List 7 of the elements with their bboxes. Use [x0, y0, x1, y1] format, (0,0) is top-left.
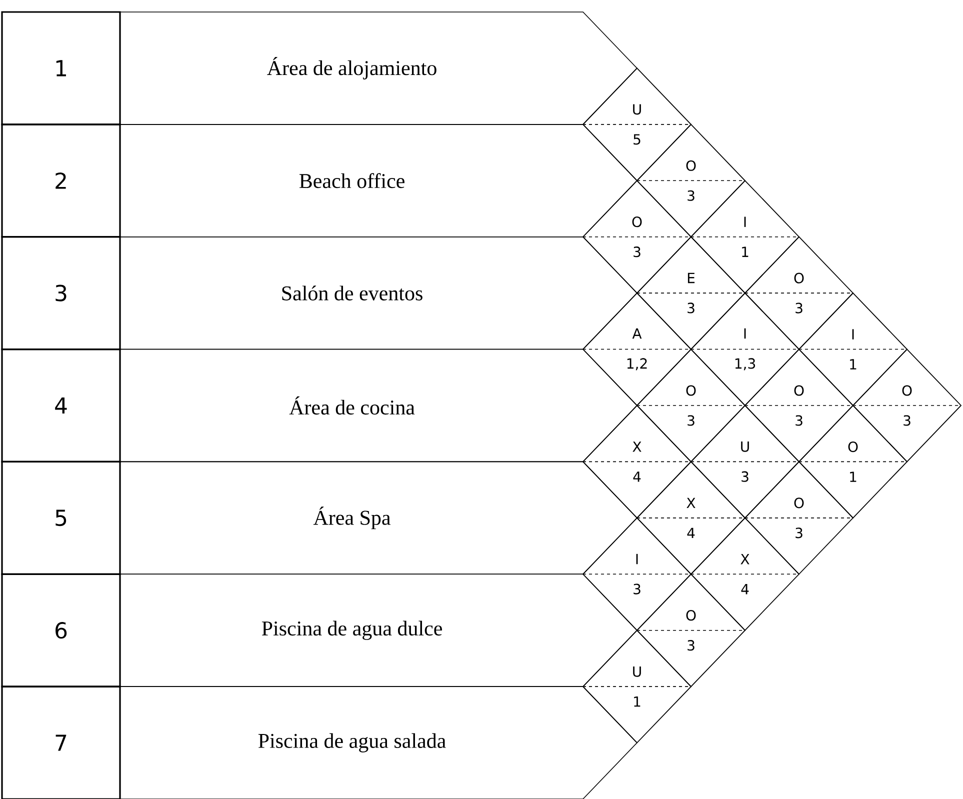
number-box: 3 — [1, 236, 121, 350]
number-box: 7 — [1, 686, 121, 799]
number-box: 4 — [1, 348, 121, 462]
number-box: 2 — [1, 124, 121, 238]
number-box: 5 — [1, 460, 121, 575]
number-box: 6 — [1, 573, 121, 688]
number-box: 1 — [1, 11, 121, 126]
